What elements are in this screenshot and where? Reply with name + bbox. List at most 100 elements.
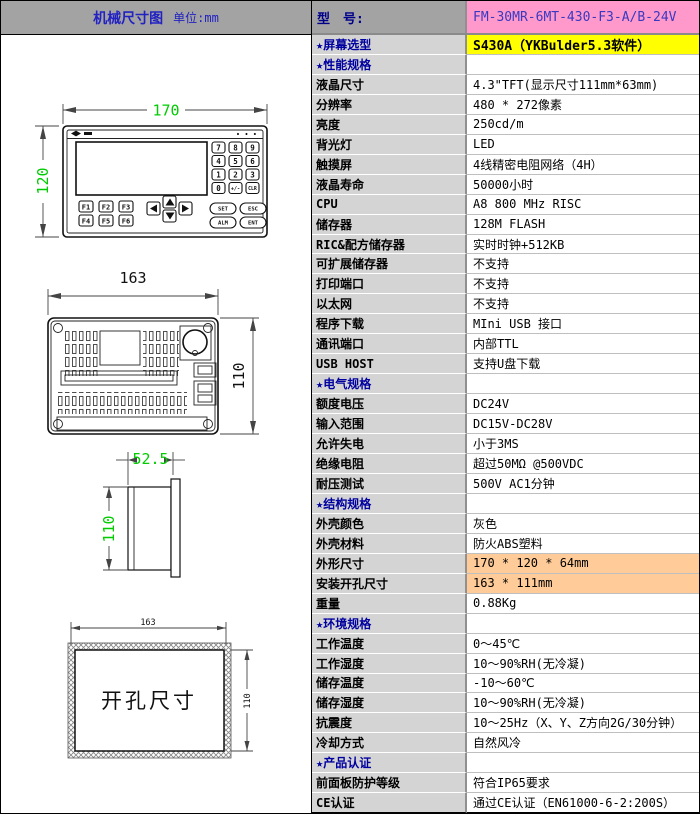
spec-value: 250cd/m — [467, 114, 699, 135]
cutout-width-dim-text: 163 — [140, 618, 155, 628]
spec-label: 打印端口 — [312, 274, 467, 295]
bottom-strip — [56, 416, 208, 431]
model-label: 型 号: — [312, 1, 467, 33]
key-f1: F1 — [82, 204, 90, 212]
spec-label: USB HOST — [312, 354, 467, 375]
key-7: 7 — [216, 144, 221, 153]
spec-label: 可扩展储存器 — [312, 254, 467, 275]
spec-row: 绝缘电阻 超过50MΩ @500VDC — [312, 454, 699, 474]
model-row: 型 号: FM-30MR-6MT-430-F3-A/B-24V — [312, 1, 699, 35]
spec-row: 打印端口 不支持 — [312, 274, 699, 295]
spec-table: 型 号: FM-30MR-6MT-430-F3-A/B-24V ★屏幕选型 S4… — [312, 1, 699, 813]
spec-label: 安装开孔尺寸 — [312, 573, 467, 594]
spec-rows: ★屏幕选型 S430A（YKBulder5.3软件） ★性能规格 液晶尺寸 4.… — [312, 35, 699, 813]
spec-value: 实时时钟+512KB — [467, 234, 699, 255]
spec-label: 触摸屏 — [312, 154, 467, 175]
spec-value: 灰色 — [467, 513, 699, 534]
spec-row: ★屏幕选型 S430A（YKBulder5.3软件） — [312, 35, 699, 55]
spec-value: 10～25Hz（X、Y、Z方向2G/30分钟） — [467, 713, 699, 734]
spec-value — [467, 374, 699, 395]
model-value: FM-30MR-6MT-430-F3-A/B-24V — [467, 1, 699, 33]
indicator-dots: • • • — [236, 131, 257, 139]
spec-row: 冷却方式 自然风冷 — [312, 733, 699, 754]
spec-value: 4线精密电阻网络（4H） — [467, 154, 699, 175]
spec-row: USB HOST 支持U盘下载 — [312, 354, 699, 375]
spec-label: ★结构规格 — [312, 493, 467, 514]
mechanical-header: 机械尺寸图 单位:mm — [1, 1, 311, 35]
cutout-opening: 开孔尺寸 — [67, 642, 232, 759]
hmi-rear-body — [47, 317, 219, 435]
spec-label: ★屏幕选型 — [312, 35, 467, 55]
spec-row: 亮度 250cd/m — [312, 114, 699, 135]
vent-grille-right — [143, 329, 179, 376]
key-8: 8 — [233, 144, 238, 153]
rear-width-dim-text: 163 — [119, 269, 146, 287]
spec-value: 防火ABS塑料 — [467, 533, 699, 554]
arrow-down-icon — [165, 212, 175, 220]
spec-value — [467, 613, 699, 634]
rear-width-dimension: 163 — [47, 269, 219, 315]
spec-label: 外壳材料 — [312, 533, 467, 554]
key-esc: ESC — [248, 207, 258, 213]
spec-label: CE认证 — [312, 793, 467, 813]
rear-height-dimension: 110 — [220, 317, 259, 435]
spec-row: 额度电压 DC24V — [312, 394, 699, 415]
cutout-height-dim-text: 110 — [243, 693, 253, 708]
front-height-dim-text: 120 — [34, 167, 52, 194]
mechanical-title: 机械尺寸图 — [93, 10, 164, 27]
key-f2: F2 — [102, 204, 110, 212]
cutout-title: 开孔尺寸 — [101, 689, 197, 713]
spec-value: DC24V — [467, 394, 699, 415]
spec-row: CPU A8 800 MHz RISC — [312, 194, 699, 215]
spec-row: 以太网 不支持 — [312, 294, 699, 315]
spec-value: 163 * 111mm — [467, 573, 699, 594]
spec-row: ★环境规格 — [312, 613, 699, 634]
spec-value: 480 * 272像素 — [467, 94, 699, 115]
key-2: 2 — [233, 171, 238, 180]
spec-label: 液晶尺寸 — [312, 74, 467, 95]
expansion-slot — [60, 370, 178, 386]
spec-value: 0～45℃ — [467, 633, 699, 654]
spec-value: 10～90%RH(无冷凝) — [467, 653, 699, 674]
brand-logo-icon — [71, 130, 92, 137]
spec-row: ★结构规格 — [312, 493, 699, 514]
spec-label: 输入范围 — [312, 414, 467, 435]
spec-value: 500V AC1分钟 — [467, 473, 699, 494]
side-depth-dim-text: 52.5 — [132, 450, 168, 468]
spec-value: 符合IP65要求 — [467, 773, 699, 794]
spec-row: 液晶尺寸 4.3"TFT(显示尺寸111mm*63mm) — [312, 74, 699, 95]
unit-label: 单位:mm — [173, 11, 219, 25]
spec-value: 超过50MΩ @500VDC — [467, 454, 699, 474]
spec-label: 前面板防护等级 — [312, 773, 467, 794]
spec-value: MIni USB 接口 — [467, 314, 699, 335]
spec-value: 内部TTL — [467, 334, 699, 355]
arrow-right-icon — [182, 204, 189, 213]
spec-label: 允许失电 — [312, 434, 467, 455]
key-9: 9 — [250, 144, 255, 153]
label-plate — [99, 330, 141, 366]
spec-label: RIC&配方储存器 — [312, 234, 467, 255]
spec-label: CPU — [312, 194, 467, 215]
spec-label: 工作湿度 — [312, 653, 467, 674]
spec-value: 4.3"TFT(显示尺寸111mm*63mm) — [467, 74, 699, 95]
spec-row: 工作温度 0～45℃ — [312, 633, 699, 654]
vent-grille-bottom — [57, 392, 187, 414]
arrow-keys — [146, 195, 193, 223]
key-plusminus: +/- — [231, 186, 240, 192]
spec-row: ★性能规格 — [312, 54, 699, 75]
key-1: 1 — [216, 171, 221, 180]
spec-row: 液晶寿命 50000小时 — [312, 174, 699, 195]
spec-row: RIC&配方储存器 实时时钟+512KB — [312, 234, 699, 255]
spec-label: 背光灯 — [312, 134, 467, 155]
spec-label: 耐压测试 — [312, 473, 467, 494]
spec-value: DC15V-DC28V — [467, 414, 699, 435]
spec-row: 储存器 128M FLASH — [312, 214, 699, 235]
key-f5: F5 — [102, 218, 110, 226]
spec-value: 自然风冷 — [467, 733, 699, 754]
spec-label: 程序下载 — [312, 314, 467, 335]
mechanical-panel: 机械尺寸图 单位:mm 170 — [1, 1, 312, 813]
spec-row: 通讯端口 内部TTL — [312, 334, 699, 355]
front-bezel-flange — [170, 478, 181, 578]
spec-value: 不支持 — [467, 274, 699, 295]
